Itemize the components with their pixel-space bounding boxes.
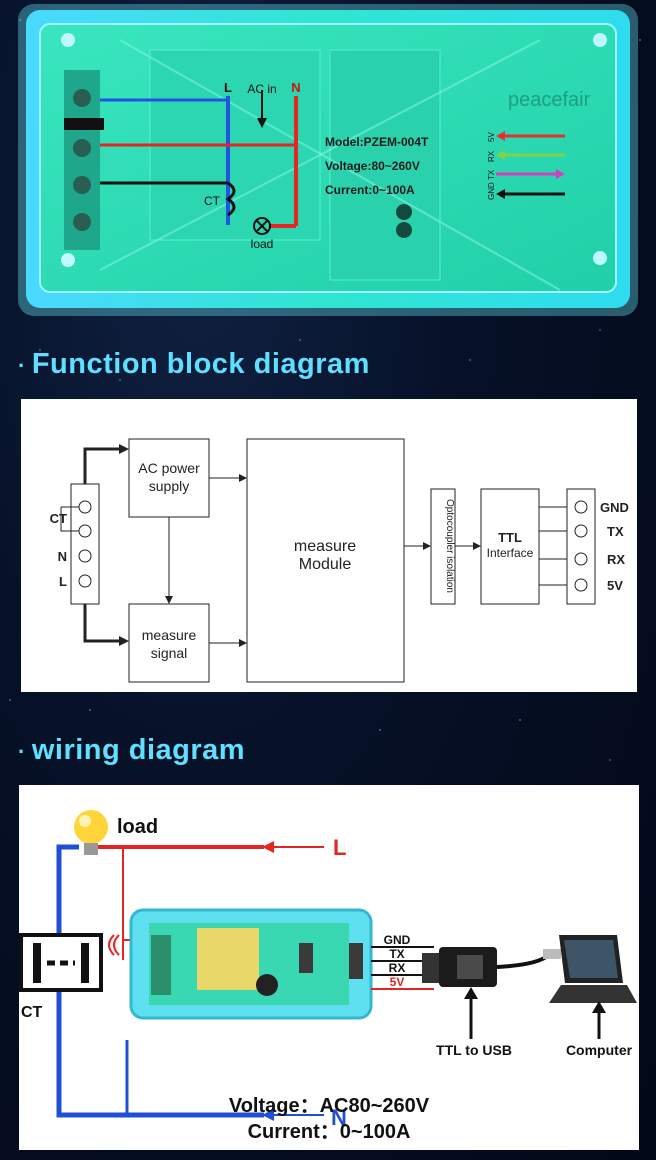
product-photo: L N AC in CT load Model:PZEM-004T Voltag…	[18, 4, 638, 316]
right-label-tx: TX	[607, 524, 624, 539]
right-label-gnd: GND	[600, 500, 629, 515]
right-label-5v: 5V	[607, 578, 623, 593]
measure-signal-label-1: measure	[142, 627, 197, 643]
photo-label-ac-in: AC in	[247, 82, 276, 96]
photo-pin-5v: 5V	[487, 132, 496, 142]
ttl-label: TTL	[498, 530, 522, 545]
ttl-to-usb-label: TTL to USB	[436, 1042, 512, 1058]
right-label-rx: RX	[607, 552, 625, 567]
photo-current: Current:0~100A	[325, 183, 415, 197]
laptop-computer-icon	[549, 935, 637, 1003]
ac-power-label-1: AC power	[138, 460, 200, 476]
photo-voltage: Voltage:80~260V	[325, 159, 420, 173]
measure-signal-box	[128, 603, 210, 683]
wiring-diagram: load L N CT	[19, 810, 637, 1143]
photo-label-n: N	[291, 80, 300, 95]
wiring-title-text: wiring diagram	[31, 734, 246, 766]
wiring-signal-gnd: GND	[384, 933, 411, 947]
wiring-current: Current：0~100A	[248, 1121, 411, 1143]
left-label-ct: CT	[50, 511, 67, 526]
wiring-ct-label: CT	[21, 1004, 43, 1021]
bullet-dot: ·	[18, 353, 26, 378]
function-diagram-panel: AC power supply measure signal measure M…	[21, 399, 637, 692]
left-label-l: L	[59, 574, 67, 589]
left-label-n: N	[58, 549, 67, 564]
wiring-l-label: L	[333, 835, 346, 860]
photo-label-ct: CT	[204, 194, 221, 208]
measure-module-label-1: measure	[294, 538, 356, 555]
computer-label: Computer	[566, 1042, 633, 1058]
function-section-title: ·Function block diagram	[18, 348, 370, 381]
ct-transformer-icon	[19, 933, 103, 992]
photo-capacitors	[396, 204, 412, 238]
photo-pin-gnd: GND	[487, 182, 496, 200]
wiring-signal-rx: RX	[389, 961, 406, 975]
ac-power-label-2: supply	[149, 478, 189, 494]
wiring-n-label: N	[331, 1105, 347, 1130]
optocoupler-label: Optocoupler isolation	[444, 499, 455, 593]
photo-brand: peacefair	[508, 89, 591, 111]
measure-signal-label-2: signal	[151, 645, 188, 661]
wiring-signal-tx: TX	[389, 947, 404, 961]
wiring-diagram-panel: load L N CT	[19, 785, 639, 1150]
measure-module-box	[246, 438, 405, 683]
light-bulb-icon	[74, 810, 108, 855]
photo-model: Model:PZEM-004T	[325, 135, 429, 149]
interface-label: Interface	[487, 546, 534, 560]
wiring-section-title: ·wiring diagram	[18, 734, 245, 767]
function-block-diagram: AC power supply measure signal measure M…	[50, 438, 629, 683]
ttl-interface-box	[480, 488, 540, 605]
wiring-voltage: Voltage：AC80~260V	[229, 1095, 430, 1117]
pzem-module-icon	[129, 908, 373, 1020]
ttl-usb-adapter-icon	[422, 947, 561, 987]
function-title-text: Function block diagram	[31, 348, 370, 380]
photo-pin-rx: RX	[487, 150, 496, 162]
board-area	[329, 49, 441, 281]
photo-pin-tx: TX	[487, 169, 496, 180]
bullet-dot: ·	[18, 739, 26, 764]
wiring-signal-5v: 5V	[390, 975, 405, 989]
output-terminal-block	[566, 488, 596, 605]
photo-label-load: load	[251, 237, 274, 251]
measure-module-label-2: Module	[299, 556, 352, 573]
photo-label-l: L	[224, 80, 232, 95]
input-terminal-block	[70, 483, 100, 605]
wiring-load-label: load	[117, 816, 158, 838]
